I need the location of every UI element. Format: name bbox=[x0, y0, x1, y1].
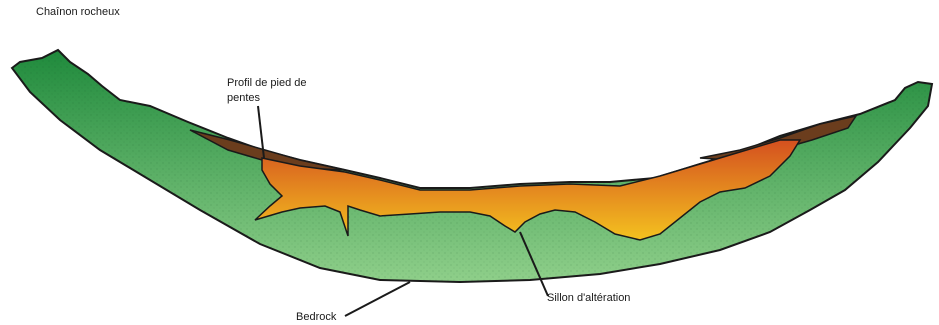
bedrock-speckle bbox=[12, 50, 932, 282]
diagram-title: Chaînon rocheux bbox=[36, 5, 120, 20]
sillon-label: Sillon d'altération bbox=[547, 291, 630, 306]
bedrock-label: Bedrock bbox=[296, 310, 336, 325]
profil-label: Profil de pied de pentes bbox=[227, 76, 327, 106]
bedrock-pointer-line bbox=[345, 282, 410, 316]
